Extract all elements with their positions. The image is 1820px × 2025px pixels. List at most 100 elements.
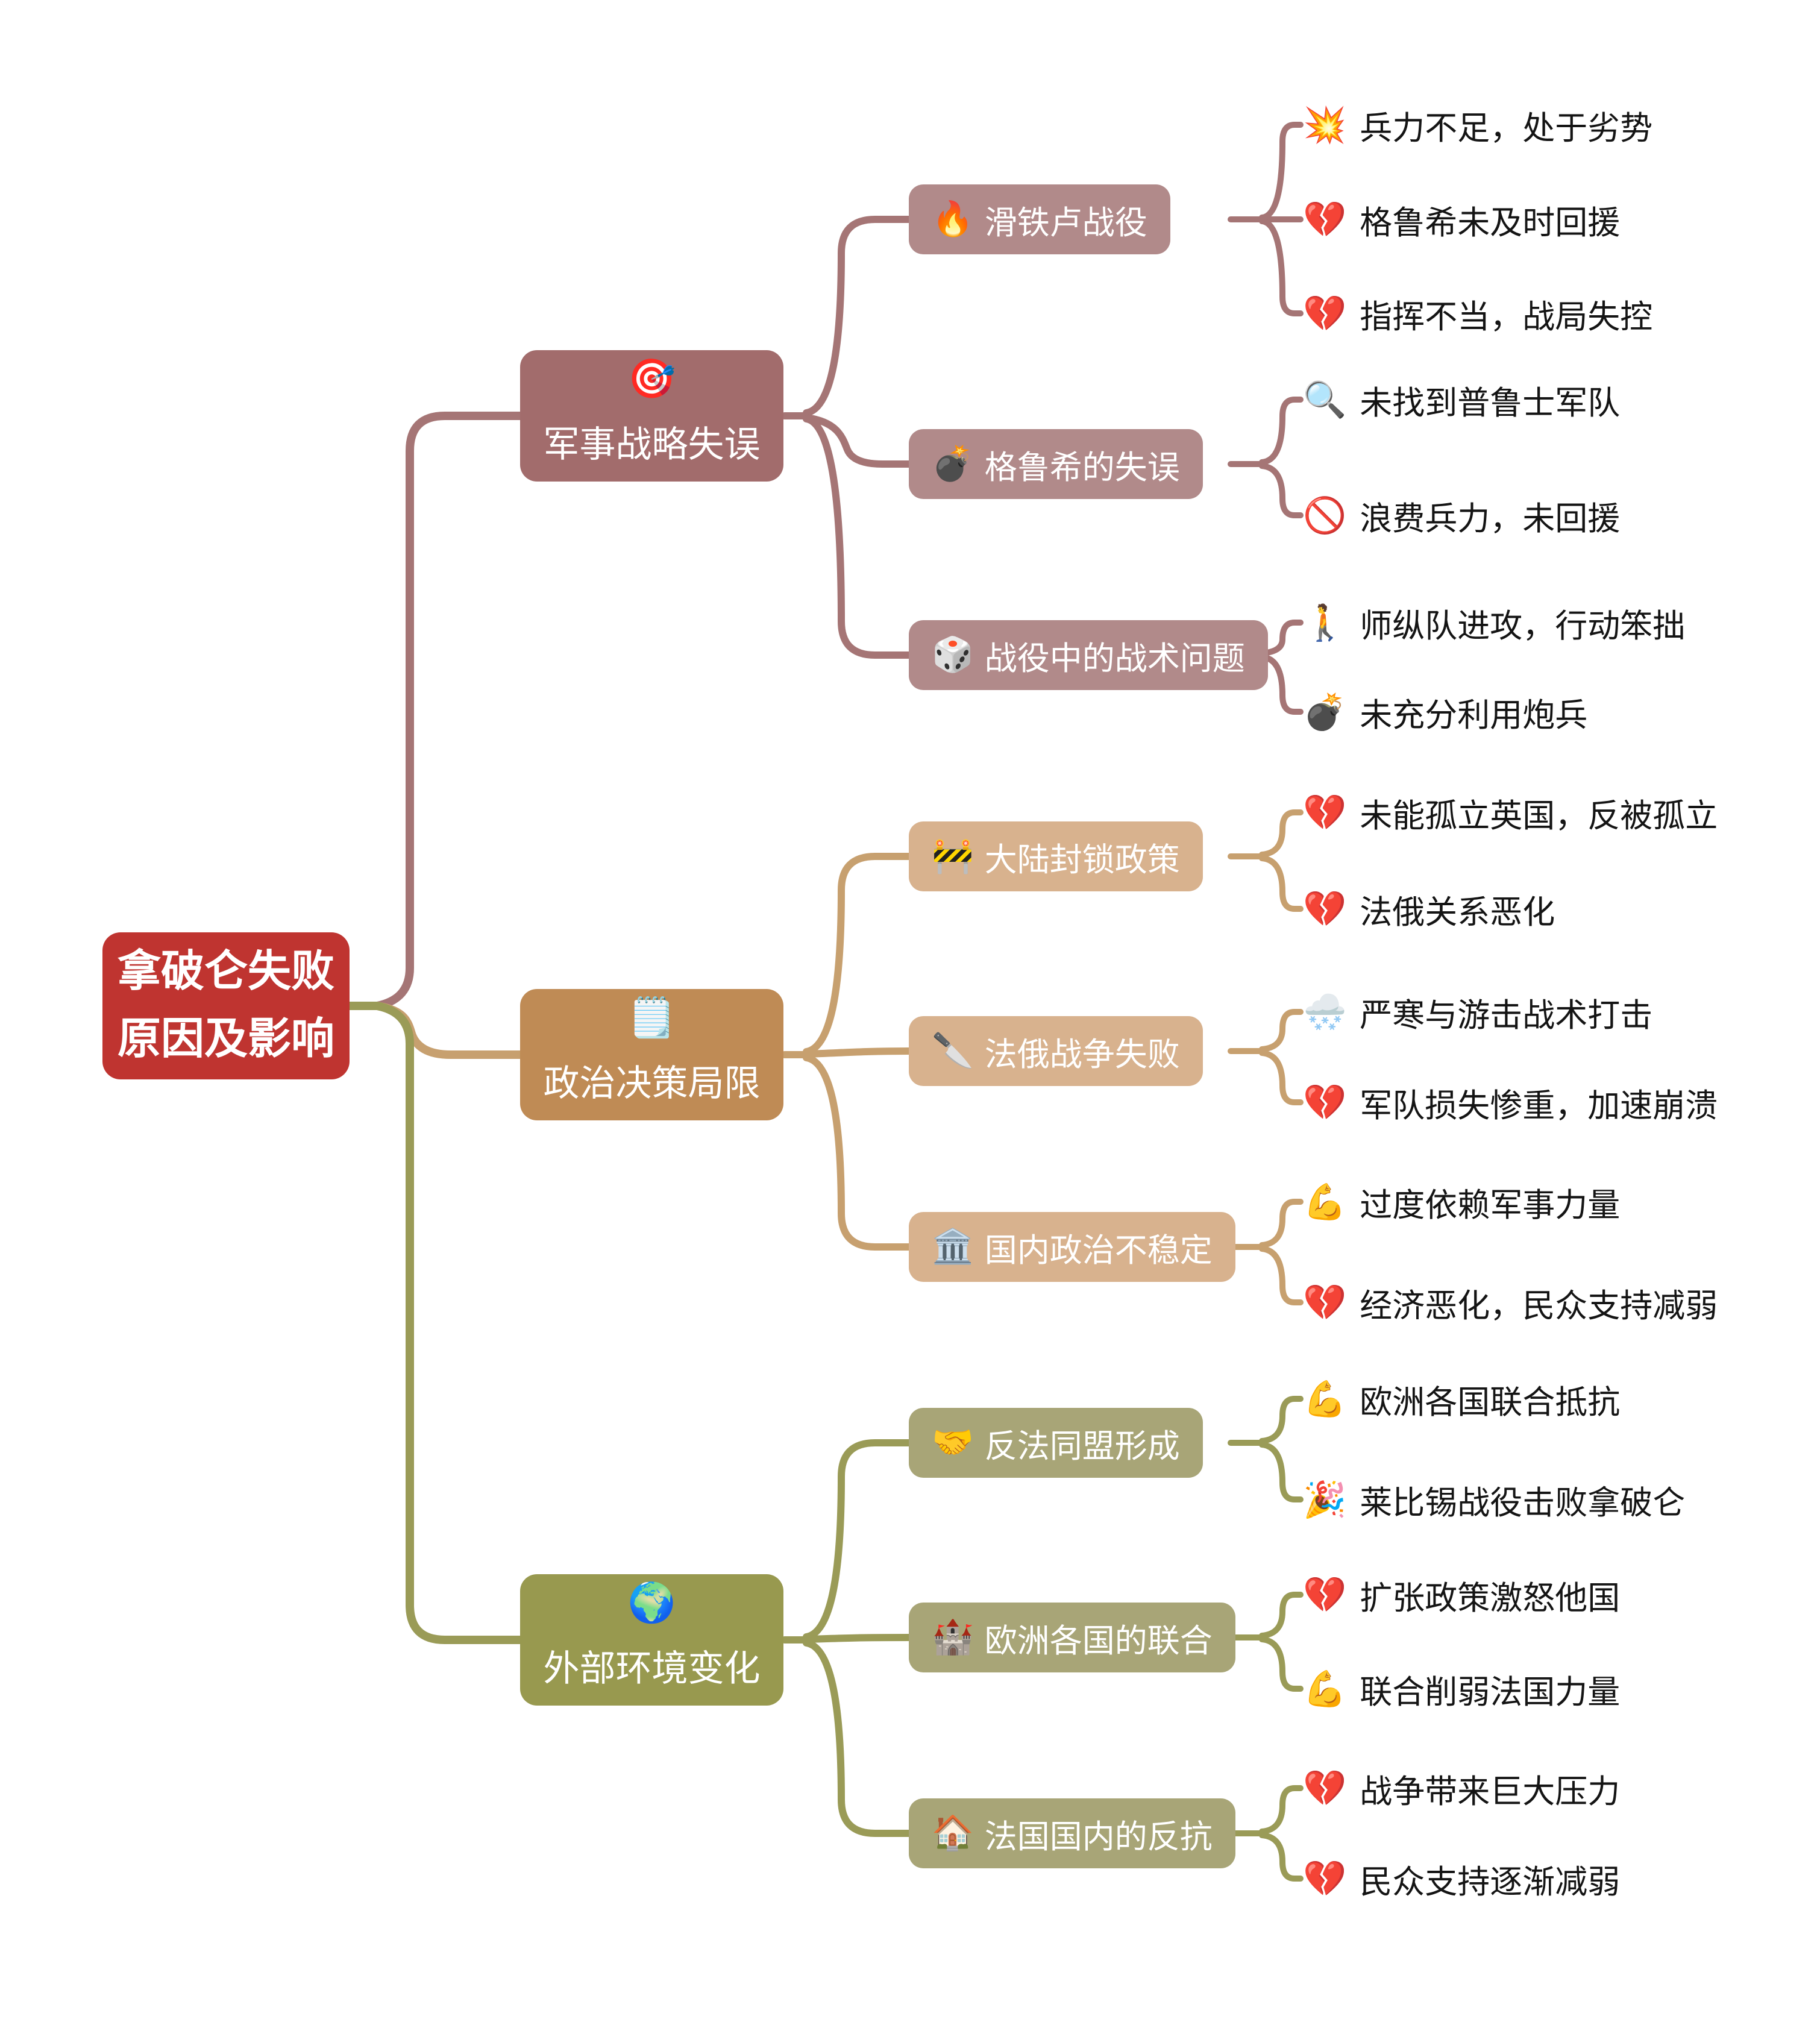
leaf-label: 经济恶化，民众支持减弱 xyxy=(1360,1287,1718,1324)
globe-icon: 🌍 xyxy=(627,1581,676,1625)
flexed-biceps-icon: 💪 xyxy=(1303,1668,1347,1709)
leaf-label: 未充分利用炮兵 xyxy=(1360,697,1588,733)
subnode-label: 滑铁卢战役 xyxy=(984,204,1147,241)
connector-sub31-leaf2 xyxy=(1259,1442,1304,1502)
connector-branch1-sub1 xyxy=(803,216,912,416)
subnode-waterloo-battle[interactable]: 🔥 滑铁卢战役 xyxy=(909,184,1170,254)
leaf-item[interactable]: 💔 军队损失惨重，加速崩溃 xyxy=(1303,1078,1718,1126)
handshake-icon: 🤝 xyxy=(932,1423,974,1462)
leaf-item[interactable]: 💔格鲁希未及时回援 xyxy=(1303,195,1620,243)
leaf-label: 扩张政策激怒他国 xyxy=(1360,1580,1621,1616)
branch-label: 政治决策局限 xyxy=(543,1064,761,1104)
broken-heart-icon: 💔 xyxy=(1303,1768,1347,1809)
connector-sub32-leaf2 xyxy=(1259,1636,1304,1692)
connector-sub23-leaf2 xyxy=(1259,1246,1304,1305)
collision-icon: 💥 xyxy=(1303,104,1347,145)
subnode-european-union-of-states[interactable]: 🏰 欧洲各国的联合 xyxy=(909,1603,1235,1672)
leaf-label: 军队损失惨重，加速崩溃 xyxy=(1360,1087,1718,1124)
person-walking-icon: 🚶 xyxy=(1303,602,1347,643)
leaf-label: 指挥不当，战局失控 xyxy=(1360,298,1653,335)
leaf-label: 兵力不足，处于劣势 xyxy=(1360,110,1653,146)
fire-icon: 🔥 xyxy=(932,199,974,239)
leaf-label: 联合削弱法国力量 xyxy=(1360,1674,1621,1710)
branch-node-external-environment[interactable]: 🌍外部环境变化 xyxy=(520,1574,783,1706)
subnode-label: 格鲁希的失误 xyxy=(984,449,1180,486)
root-node[interactable]: 拿破仑失败原因及影响 xyxy=(102,932,350,1079)
connector-root-branch3 xyxy=(344,1002,524,1644)
broken-heart-icon: 💔 xyxy=(1303,1282,1347,1323)
connector-sub21-leaf2 xyxy=(1259,855,1304,912)
connector-sub31-leaf1 xyxy=(1259,1396,1304,1444)
connector-branch3-sub1 xyxy=(803,1439,912,1640)
connector-sub13-leaf2 xyxy=(1259,654,1304,715)
castle-icon: 🏰 xyxy=(932,1618,974,1657)
subnode-continental-blockade[interactable]: 🚧 大陆封锁政策 xyxy=(909,821,1203,891)
leaf-label: 未找到普鲁士军队 xyxy=(1360,385,1621,421)
magnifying-glass-icon: 🔍 xyxy=(1303,379,1347,420)
subnode-domestic-political-instability[interactable]: 🏛️ 国内政治不稳定 xyxy=(909,1212,1235,1282)
leaf-item[interactable]: 💔 经济恶化，民众支持减弱 xyxy=(1303,1278,1718,1326)
subnode-label: 欧洲各国的联合 xyxy=(984,1622,1213,1659)
leaf-item[interactable]: 💪 联合削弱法国力量 xyxy=(1303,1665,1620,1713)
construction-barrier-icon: 🚧 xyxy=(932,837,974,876)
flexed-biceps-icon: 💪 xyxy=(1303,1181,1347,1222)
subnode-label: 国内政治不稳定 xyxy=(984,1232,1213,1269)
subnode-anti-french-coalition[interactable]: 🤝 反法同盟形成 xyxy=(909,1408,1203,1478)
connector-sub32-leaf1 xyxy=(1259,1592,1304,1639)
subnode-label: 法俄战争失败 xyxy=(984,1036,1180,1073)
notepad-icon: 🗒️ xyxy=(627,996,676,1040)
leaf-item[interactable]: 💔民众支持逐渐减弱 xyxy=(1303,1854,1620,1903)
leaf-label: 浪费兵力，未回援 xyxy=(1360,500,1621,537)
connector-sub12-leaf2 xyxy=(1259,463,1304,518)
leaf-item[interactable]: 💥 兵力不足，处于劣势 xyxy=(1303,101,1652,149)
connector-sub11-leaf1 xyxy=(1259,122,1304,221)
leaf-item[interactable]: 💔扩张政策激怒他国 xyxy=(1303,1571,1620,1619)
connector-branch2-sub1 xyxy=(803,853,912,1055)
connector-branch2-sub2 xyxy=(803,1047,912,1058)
broken-heart-icon: 💔 xyxy=(1303,1082,1347,1123)
bomb-icon: 💣 xyxy=(932,444,974,483)
leaf-item[interactable]: 💣 未充分利用炮兵 xyxy=(1303,688,1587,736)
leaf-item[interactable]: 🔍 未找到普鲁士军队 xyxy=(1303,375,1620,424)
connector-branch2-sub3 xyxy=(803,1054,912,1251)
subnode-french-domestic-resistance[interactable]: 🏠法国国内的反抗 xyxy=(909,1798,1235,1868)
prohibited-icon: 🚫 xyxy=(1303,495,1347,536)
broken-heart-icon: 💔 xyxy=(1303,792,1347,833)
bomb-icon: 💣 xyxy=(1303,691,1347,732)
subnode-label: 战役中的战术问题 xyxy=(984,640,1245,677)
subnode-label: 反法同盟形成 xyxy=(984,1428,1180,1465)
leaf-item[interactable]: 💔 战争带来巨大压力 xyxy=(1303,1764,1620,1812)
snow-cloud-icon: 🌨️ xyxy=(1303,991,1347,1032)
broken-heart-icon: 💔 xyxy=(1303,1858,1347,1899)
leaf-item[interactable]: 🚶师纵队进攻，行动笨拙 xyxy=(1303,598,1685,647)
connector-sub33-leaf2 xyxy=(1259,1832,1304,1882)
subnode-label: 大陆封锁政策 xyxy=(984,841,1180,878)
party-popper-icon: 🎉 xyxy=(1303,1479,1347,1520)
leaf-item[interactable]: 💔指挥不当，战局失控 xyxy=(1303,289,1652,338)
die-icon: 🎲 xyxy=(932,635,974,674)
branch-label: 军事战略失误 xyxy=(543,425,761,465)
subnode-grouchy-mistake[interactable]: 💣 格鲁希的失误 xyxy=(909,429,1203,499)
leaf-item[interactable]: 💪欧洲各国联合抵抗 xyxy=(1303,1375,1620,1423)
subnode-franco-russian-war[interactable]: 🔪法俄战争失败 xyxy=(909,1016,1203,1086)
subnode-tactical-problems[interactable]: 🎲 战役中的战术问题 xyxy=(909,620,1268,690)
leaf-item[interactable]: 💪过度依赖军事力量 xyxy=(1303,1178,1620,1226)
leaf-label: 严寒与游击战术打击 xyxy=(1360,997,1653,1034)
leaf-item[interactable]: 💔未能孤立英国，反被孤立 xyxy=(1303,788,1718,837)
leaf-label: 欧洲各国联合抵抗 xyxy=(1360,1384,1621,1421)
leaf-item[interactable]: 💔法俄关系恶化 xyxy=(1303,885,1555,933)
connector-branch1-sub2 xyxy=(803,414,912,468)
branch-node-military-strategy[interactable]: 🎯 军事战略失误 xyxy=(520,350,783,482)
leaf-item[interactable]: 🎉莱比锡战役击败拿破仑 xyxy=(1303,1475,1685,1524)
branch-node-political-decisions[interactable]: 🗒️ 政治决策局限 xyxy=(520,989,783,1120)
house-icon: 🏠 xyxy=(932,1813,974,1853)
dart-target-icon: 🎯 xyxy=(627,357,676,401)
connector-branch3-sub2 xyxy=(803,1634,912,1643)
broken-heart-icon: 💔 xyxy=(1303,888,1347,929)
connector-sub12-leaf1 xyxy=(1259,397,1304,465)
leaf-item[interactable]: 🚫 浪费兵力，未回援 xyxy=(1303,491,1620,539)
classical-building-icon: 🏛️ xyxy=(932,1227,974,1266)
leaf-label: 战争带来巨大压力 xyxy=(1360,1773,1621,1810)
leaf-item[interactable]: 🌨️ 严寒与游击战术打击 xyxy=(1303,988,1652,1036)
connector-sub23-leaf1 xyxy=(1259,1199,1304,1248)
